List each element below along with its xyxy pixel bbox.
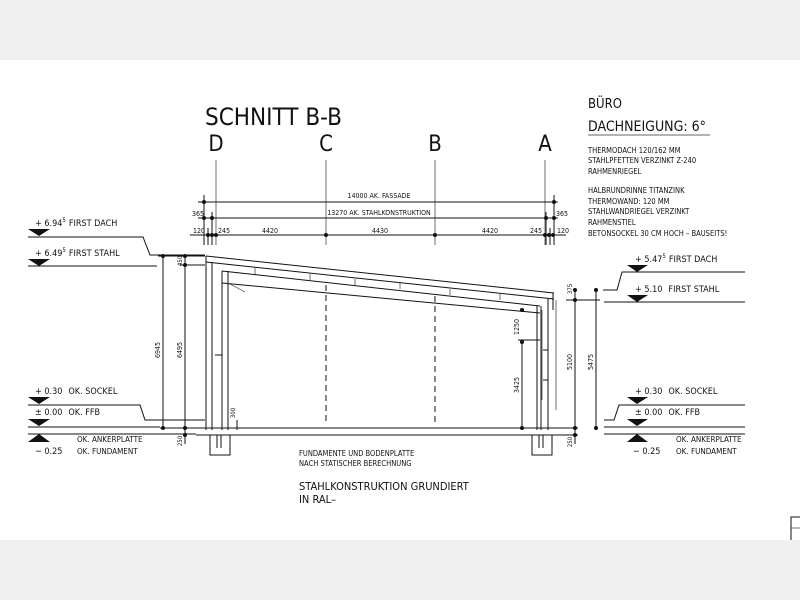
dim-height: 5100 bbox=[566, 354, 574, 370]
note-line: STAHLWANDRIEGEL VERZINKT bbox=[588, 207, 690, 216]
dim-steel: 13270 AK. STAHLKONSTRUKTION bbox=[327, 209, 431, 217]
dim-span: 4420 bbox=[482, 227, 498, 235]
grid-axes: D C B A bbox=[208, 132, 552, 245]
dim-height: 250 bbox=[177, 435, 184, 446]
note-line: NACH STATISCHER BERECHNUNG bbox=[299, 459, 411, 468]
building-notes: BÜRO DACHNEIGUNG: 6° THERMODACH 120/162 … bbox=[587, 95, 727, 238]
title-block-edge bbox=[790, 516, 800, 540]
dim-height: 6945 bbox=[154, 342, 162, 358]
note-line: STAHLPFETTEN VERZINKT Z-240 bbox=[588, 156, 696, 165]
dim-height: 6495 bbox=[176, 342, 184, 358]
horizontal-dimensions: 14000 AK. FASSADE 13270 AK. STAHLKONSTRU… bbox=[190, 192, 569, 245]
level-triangle-up-icon bbox=[627, 434, 648, 442]
level-triangle-up-icon bbox=[28, 434, 50, 442]
axis-label-a: A bbox=[538, 132, 552, 157]
fundament-value-right: − 0.25 bbox=[633, 447, 660, 457]
dim-height: 3425 bbox=[513, 377, 521, 393]
steel-frame bbox=[160, 255, 578, 456]
axis-label-d: D bbox=[208, 132, 223, 157]
vertical-dimensions-right: 375 1250 3425 5100 5475 250 bbox=[513, 284, 600, 447]
dim-height: 5475 bbox=[587, 354, 595, 370]
dim-span: 245 bbox=[218, 227, 230, 235]
building-name: BÜRO bbox=[588, 95, 622, 112]
fundament-value-left: − 0.25 bbox=[35, 447, 62, 457]
note-line: THERMODACH 120/162 MM bbox=[587, 146, 681, 155]
note-line: FUNDAMENTE UND BODENPLATTE bbox=[299, 449, 414, 458]
roof-pitch: DACHNEIGUNG: 6° bbox=[588, 119, 706, 135]
note-line: IN RAL– bbox=[299, 493, 336, 506]
dim-span: 4420 bbox=[262, 227, 278, 235]
axis-label-c: C bbox=[319, 132, 333, 157]
drawing-sheet: SCHNITT B-B D C B A 14000 AK. FASSADE 13… bbox=[0, 60, 800, 540]
note-line: STAHLKONSTRUKTION GRUNDIERT bbox=[299, 480, 470, 493]
axis-label-b: B bbox=[428, 132, 442, 157]
level-triangle-icon bbox=[627, 397, 648, 404]
level-triangle-icon bbox=[28, 397, 50, 404]
dim-offset-left: 365 bbox=[192, 210, 204, 218]
ankerplatte-right: OK. ANKERPLATTE bbox=[676, 435, 742, 444]
note-line: RAHMENRIEGEL bbox=[588, 167, 642, 176]
level-triangle-icon bbox=[28, 419, 50, 426]
note-line: THERMOWAND: 120 MM bbox=[587, 197, 670, 206]
level-triangle-icon bbox=[28, 259, 50, 266]
fundament-label-right: OK. FUNDAMENT bbox=[676, 447, 737, 456]
dim-height: 250 bbox=[567, 436, 574, 447]
level-triangle-icon bbox=[627, 419, 648, 426]
dim-height: 1250 bbox=[513, 319, 521, 335]
dim-offset-right: 365 bbox=[556, 210, 568, 218]
vertical-dimensions-left: 6945 6495 450 250 300 bbox=[154, 254, 238, 446]
dim-span: 245 bbox=[530, 227, 542, 235]
level-triangle-icon bbox=[627, 295, 648, 302]
dim-span: 120 bbox=[557, 227, 569, 235]
foundation-notes: FUNDAMENTE UND BODENPLATTE NACH STATISCH… bbox=[299, 449, 470, 506]
level-triangle-icon bbox=[28, 229, 50, 236]
fundament-label-left: OK. FUNDAMENT bbox=[77, 447, 138, 456]
note-line: RAHMENSTIEL bbox=[588, 218, 636, 227]
dim-height: 300 bbox=[230, 407, 237, 418]
note-line: HALBRUNDRINNE TITANZINK bbox=[588, 186, 685, 195]
dim-height: 450 bbox=[177, 255, 184, 266]
dim-height: 375 bbox=[567, 284, 574, 294]
dim-facade: 14000 AK. FASSADE bbox=[347, 192, 410, 200]
level-triangle-icon bbox=[627, 265, 648, 272]
note-line: BETONSOCKEL 30 CM HOCH – BAUSEITS! bbox=[588, 229, 727, 238]
dim-span: 4430 bbox=[372, 227, 388, 235]
dim-span: 120 bbox=[193, 227, 205, 235]
section-drawing: SCHNITT B-B D C B A 14000 AK. FASSADE 13… bbox=[28, 95, 800, 540]
ankerplatte-left: OK. ANKERPLATTE bbox=[77, 435, 143, 444]
drawing-title: SCHNITT B-B bbox=[205, 103, 342, 131]
